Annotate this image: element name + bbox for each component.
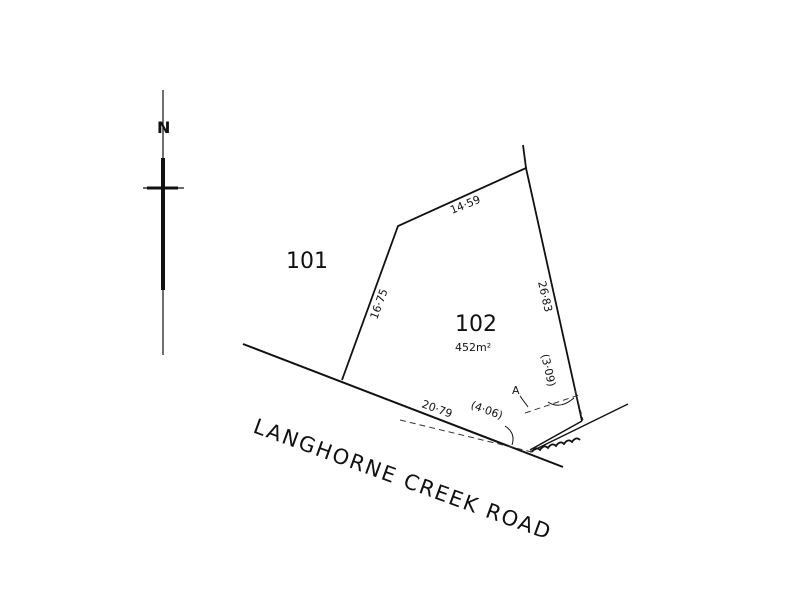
north-label: N (157, 118, 170, 137)
dashed-east-extension (524, 393, 583, 414)
angle-arc-east (547, 397, 575, 406)
corner-cut-off (529, 420, 583, 453)
north-arrow-icon (143, 90, 184, 355)
road-name: LANGHORNE CREEK ROAD (250, 414, 557, 545)
allotment-102-area: 452m² (455, 341, 491, 354)
dimension-corner-cut-east: (3·09) (538, 353, 558, 388)
dimension-top-boundary: 14·59 (448, 193, 482, 217)
east-boundary-extension (522, 144, 527, 169)
dashed-road-extension (399, 419, 533, 453)
dimension-corner-cut-road: (4·06) (469, 399, 505, 423)
allotment-102-number: 102 (455, 312, 497, 337)
road-boundary-line-east (529, 403, 629, 453)
dimension-road-frontage: 20·79 (420, 398, 454, 421)
corner-label-leader (519, 395, 529, 408)
allotment-101-number: 101 (286, 249, 328, 274)
corner-label: A (512, 384, 520, 397)
angle-arc-road (504, 425, 514, 446)
allotment-102-boundary (341, 166, 583, 422)
dimension-west-boundary: 16·75 (368, 287, 391, 321)
dashed-corner-line (574, 389, 584, 421)
